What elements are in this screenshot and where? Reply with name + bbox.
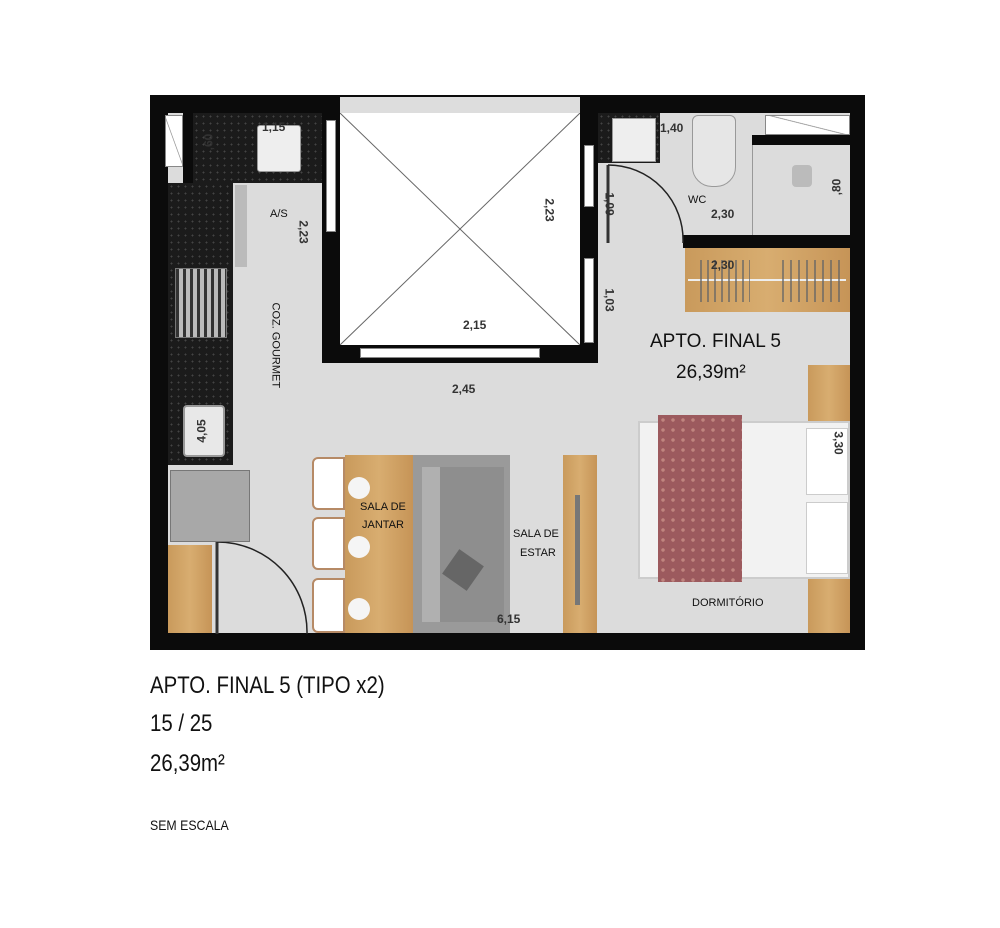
label-living-2: ESTAR: [520, 547, 556, 559]
label-wc: WC: [688, 194, 707, 206]
pillow: [806, 502, 848, 574]
dim-kitchen-sink: 1,15: [262, 120, 286, 134]
window: [326, 120, 336, 232]
dim-corridor: 2,45: [452, 382, 476, 396]
pillow: [806, 428, 848, 495]
dim-wc-sink: 1,40: [660, 121, 684, 135]
unit-label: APTO. FINAL 5: [650, 331, 781, 352]
shower-divider: [752, 145, 753, 235]
hangers: [700, 260, 750, 302]
plate: [348, 536, 370, 558]
bar-stool: [312, 578, 345, 633]
window: [584, 145, 594, 207]
void-x-mark: [340, 113, 580, 345]
kitchen-sink-2: [183, 405, 225, 457]
caption-units: 15 / 25: [150, 710, 213, 737]
dim-kitchen-length: 4,05: [194, 419, 209, 443]
wc-wall: [683, 235, 850, 248]
washing-machine-panel: [235, 185, 247, 267]
dim-void-width: 2,15: [463, 318, 487, 332]
shower-wall: [752, 135, 850, 145]
dim-service: 2,23: [296, 220, 311, 244]
wc-sink: [612, 118, 656, 162]
dim-shower: ,80: [829, 178, 844, 196]
refrigerator: [170, 470, 250, 542]
hangers: [782, 260, 844, 302]
dim-wc-width: 2,30: [711, 207, 735, 221]
cooktop: [175, 268, 227, 338]
sofa-seat: [422, 467, 504, 622]
dim-closet: 2,30: [711, 258, 735, 272]
closet-rod: [688, 279, 846, 281]
caption-scale-note: SEM ESCALA: [150, 817, 229, 833]
wc-door-icon: [606, 164, 684, 244]
blanket: [658, 415, 742, 582]
plate: [348, 477, 370, 499]
label-bedroom: DORMITÓRIO: [692, 597, 764, 609]
dim-wc-door: 1,09: [602, 192, 617, 216]
shaft-x-box: [165, 115, 183, 167]
bar-stool: [312, 517, 345, 570]
dim-void-height: 2,23: [542, 198, 557, 222]
caption-title: APTO. FINAL 5 (TIPO x2): [150, 672, 385, 699]
toilet: [692, 115, 736, 187]
cabinet: [168, 545, 212, 633]
entry-door-icon: [215, 542, 308, 635]
kitchen-sink: [257, 125, 301, 172]
plate: [348, 598, 370, 620]
dim-living-width: 6,15: [497, 612, 521, 626]
bar-stool: [312, 457, 345, 510]
dim-kitchen-counter: ,60: [201, 133, 216, 151]
dim-hall: 1,03: [602, 288, 617, 312]
void-top-strip: [340, 97, 580, 113]
shower-head: [792, 165, 812, 187]
unit-area: 26,39m²: [676, 362, 746, 383]
label-living-1: SALA DE: [513, 528, 559, 540]
tv: [575, 495, 580, 605]
window: [360, 348, 540, 358]
shaft-x-box: [765, 115, 850, 135]
caption-area: 26,39m²: [150, 750, 225, 777]
label-kitchen: COZ. GOURMET: [269, 302, 282, 389]
label-dining-2: JANTAR: [362, 519, 404, 531]
nightstand: [808, 575, 850, 633]
label-service-area: A/S: [270, 208, 288, 220]
kitchen-wall: [183, 113, 193, 183]
label-dining-1: SALA DE: [360, 501, 406, 513]
tv-panel: [563, 455, 597, 633]
dim-bed-wall: 3,30: [831, 431, 846, 455]
window: [584, 258, 594, 343]
